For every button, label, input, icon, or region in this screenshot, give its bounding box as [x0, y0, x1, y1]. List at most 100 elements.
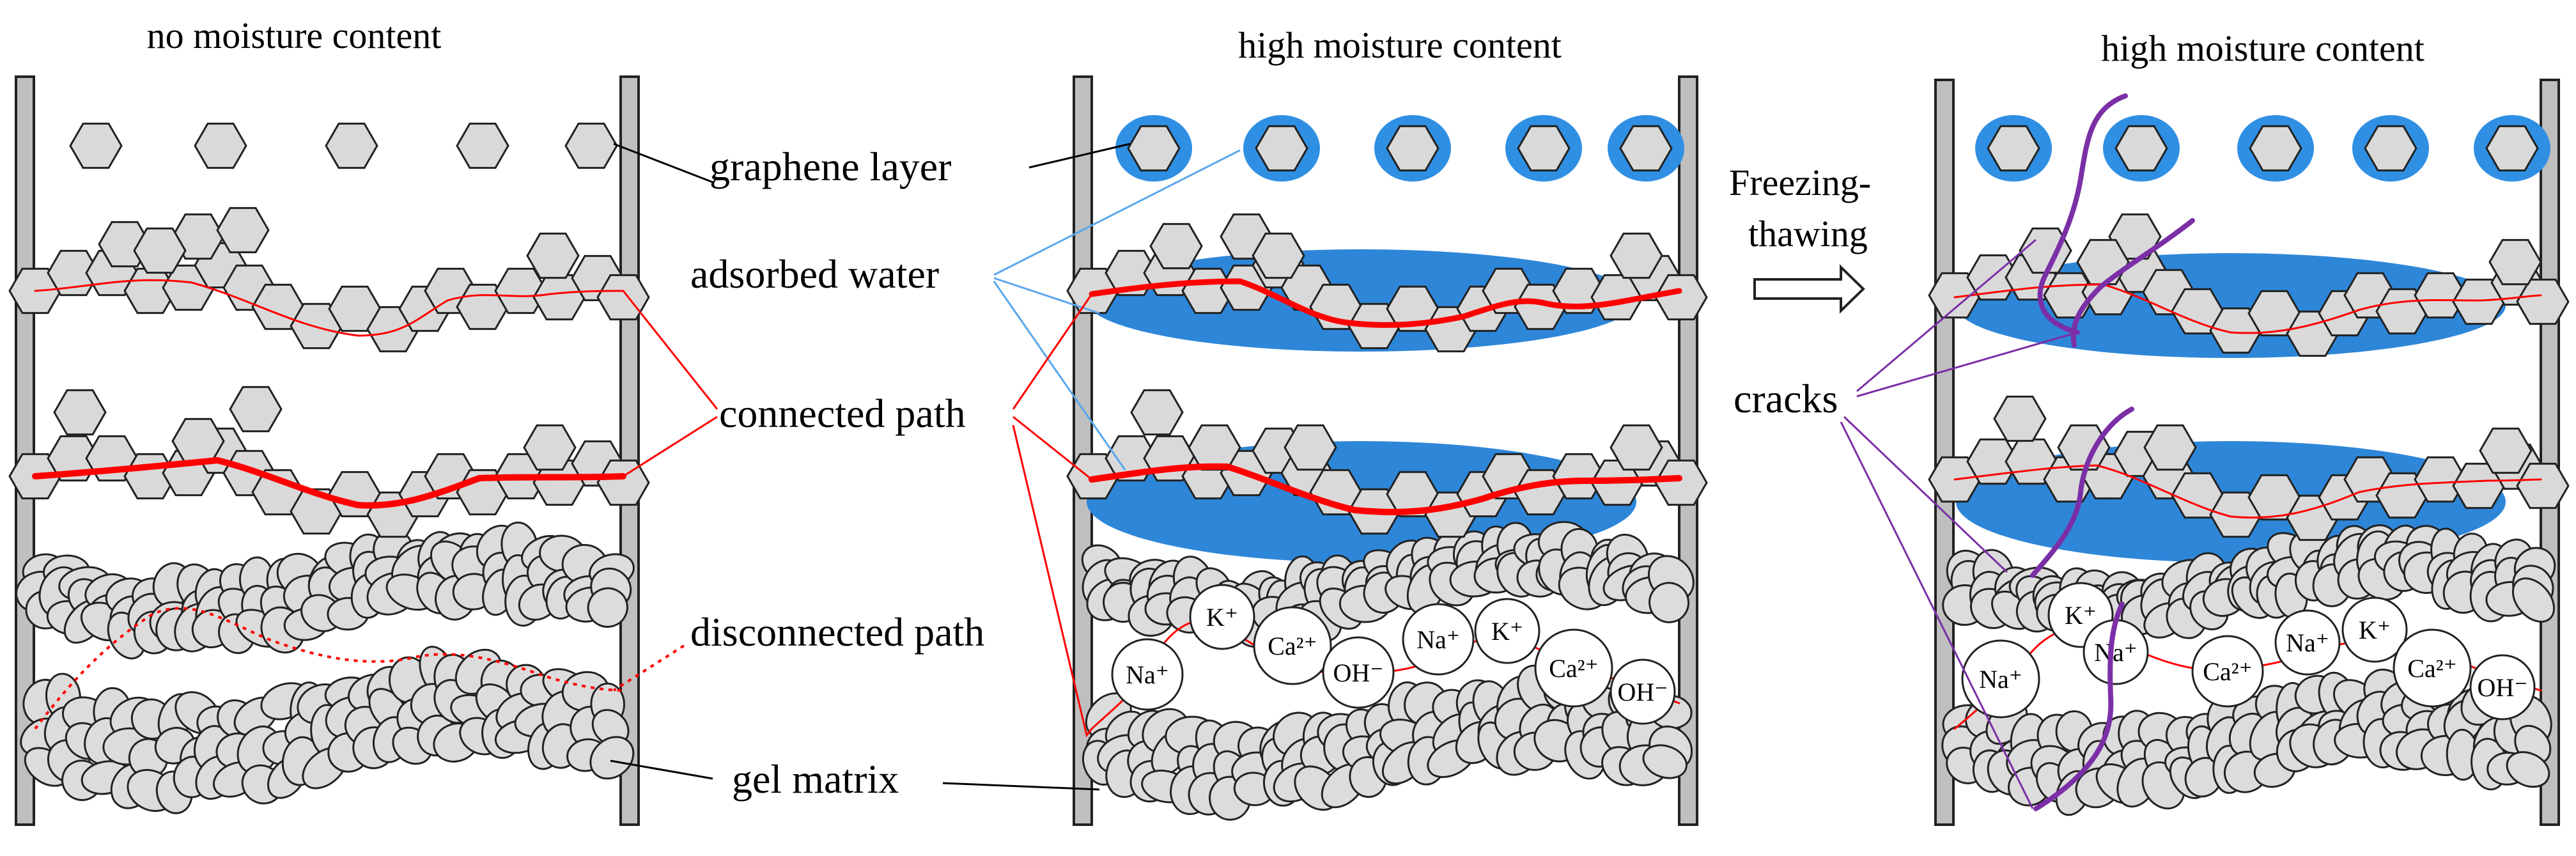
ion-label: Ca²⁺	[2407, 654, 2457, 683]
panel-1-connected-path-lower	[32, 457, 626, 509]
graphene-hexagon	[1149, 222, 1203, 270]
graphene-hexagon	[47, 249, 100, 297]
label-connected-path: connected path	[719, 391, 966, 436]
ion-circle	[2274, 609, 2341, 676]
graphene-hexagon	[2209, 307, 2263, 354]
label-disconnected-path: disconnected path	[690, 609, 984, 655]
graphene-hexagon	[1130, 389, 1184, 436]
ion-circle	[1189, 584, 1255, 650]
graphene-hexagon	[2108, 213, 2162, 260]
graphene-hexagon	[532, 459, 586, 506]
graphene-hexagon	[1993, 395, 2047, 442]
crack-3	[2030, 407, 2134, 578]
crack-2	[2070, 218, 2195, 348]
graphene-hexagon	[2019, 227, 2072, 274]
graphene-hexagon	[2488, 238, 2542, 286]
graphene-hexagon	[216, 206, 270, 254]
ion-label: OH⁻	[2478, 673, 2528, 702]
ion-circle	[2341, 596, 2408, 663]
graphene-hexagon	[564, 122, 618, 169]
ion-label: K⁺	[2359, 616, 2391, 644]
graphene-hexagon	[1514, 283, 1567, 331]
graphene-hexagon	[2057, 424, 2111, 471]
ion-circle	[1610, 658, 1676, 725]
leader-cracks-1	[1856, 238, 2037, 393]
graphene-hexagon	[1105, 249, 1158, 297]
label-graphene-layer: graphene layer	[710, 144, 951, 189]
graphene-hexagon	[596, 459, 650, 506]
graphene-hexagon	[2143, 424, 2197, 471]
graphene-hexagon	[1386, 125, 1439, 172]
panel-2-connected-path-lower	[1089, 463, 1682, 515]
cracks	[2030, 93, 2195, 811]
panel-3-connected-path-lower	[1953, 464, 2542, 519]
graphene-hexagon	[2485, 125, 2539, 172]
panel-2-title: high moisture content	[1238, 24, 1562, 66]
gel-particle	[1642, 744, 1688, 779]
graphene-hexagon	[1928, 272, 1982, 319]
panel-3-left-wall	[1934, 79, 1955, 826]
leader-cracks-4	[1840, 421, 2034, 809]
label-adsorbed-water: adsorbed water	[690, 251, 939, 297]
label-freezing-line1: Freezing-	[1729, 162, 1871, 203]
panel-1-connected-path-upper	[34, 279, 625, 337]
panel-2-connected-path-upper	[1089, 278, 1682, 328]
leader-graphene-right	[1028, 143, 1131, 169]
graphene-hexagon	[2516, 462, 2570, 510]
graphene-hexagon	[2364, 125, 2417, 172]
graphene-hexagon	[1619, 125, 1673, 172]
graphene-hexagon	[53, 389, 107, 436]
gel-particle	[589, 736, 635, 780]
connected-paths	[32, 278, 2542, 730]
leader-lines	[610, 143, 2078, 809]
ion-circle	[1534, 628, 1613, 708]
ion-label: Na⁺	[1979, 665, 2022, 694]
panel-1-disconnected-path	[34, 607, 624, 730]
graphene-hexagon	[523, 424, 577, 471]
graphene-hexagon	[69, 122, 123, 169]
graphene-hexagon	[2479, 427, 2533, 474]
ion-circle	[1111, 638, 1184, 711]
graphene-hexagon	[1284, 424, 1337, 471]
ion-label: Ca²⁺	[1549, 654, 1599, 683]
crack-1	[2037, 93, 2128, 335]
graphene-hexagon	[1252, 232, 1305, 279]
panel-3-right-wall	[2540, 79, 2560, 826]
ion-label: K⁺	[2065, 601, 2097, 630]
ion-circle	[2469, 654, 2536, 720]
ion-label: OH⁻	[1618, 678, 1668, 706]
leader-connected-5	[1012, 424, 1093, 738]
graphene-hexagon	[2452, 278, 2506, 325]
label-cracks: cracks	[1734, 376, 1838, 421]
graphene-hexagon	[532, 274, 586, 321]
graphene-hexagon	[1610, 424, 1663, 471]
graphene-hexagon	[1255, 125, 1308, 172]
label-freezing-line2: thawing	[1748, 213, 1868, 254]
ion-label: Ca²⁺	[1268, 632, 1317, 660]
ion-label: Na⁺	[2286, 628, 2329, 657]
ion-circle	[1322, 636, 1395, 709]
graphene-hexagon	[1552, 453, 1606, 500]
ion-circle	[1961, 639, 2040, 719]
graphene-hexagon	[526, 232, 580, 279]
graphene-hexagon	[1127, 125, 1181, 172]
gel-particle	[1649, 582, 1689, 623]
leader-cracks-2	[1856, 331, 2078, 398]
ion-label: Na⁺	[1126, 660, 1169, 689]
ion-circle	[2393, 628, 2472, 708]
graphene-hexagon	[325, 122, 378, 169]
leader-connected-1	[622, 290, 718, 410]
panel-2-left-wall	[1073, 75, 1093, 826]
leader-gel-right	[942, 782, 1100, 791]
graphene-hexagon	[2209, 491, 2263, 538]
gel-particle	[2511, 577, 2556, 623]
graphene-hexagon	[194, 122, 247, 169]
ion-label: Ca²⁺	[2203, 657, 2253, 686]
panel-1-title: no moisture content	[147, 15, 442, 56]
graphene-hexagon	[1987, 125, 2040, 172]
graphene-hexagon	[229, 385, 283, 433]
ion-circle	[1402, 603, 1475, 676]
graphene-hexagon	[1517, 125, 1571, 172]
ion-label: Na⁺	[1416, 625, 1460, 654]
graphene-hexagon	[1066, 267, 1120, 315]
